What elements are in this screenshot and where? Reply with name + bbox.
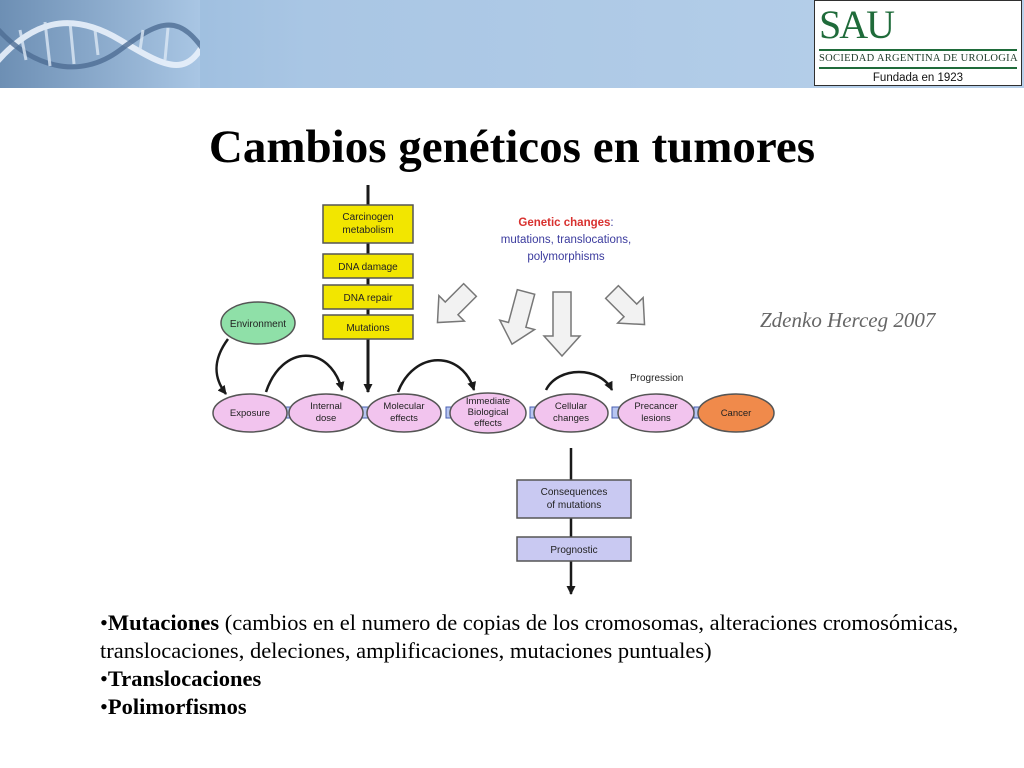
mutations-label: Mutations: [346, 323, 389, 334]
genetic-changes-heading: Genetic changes:: [518, 217, 613, 229]
stage-chain: [212, 392, 775, 434]
bullet-mutaciones-detail: (cambios en el numero de copias de los c…: [100, 610, 959, 663]
stage-precancer-label-1: Precancer: [634, 401, 677, 412]
bullet-translocaciones-term: Translocaciones: [107, 666, 262, 691]
stage-immediate-label-3: effects: [474, 418, 502, 429]
prognostic-label: Prognostic: [550, 545, 597, 556]
genetic-changes-diagram: Carcinogen metabolism DNA damage DNA rep…: [212, 185, 775, 595]
carcinogen-metabolism-box: [322, 204, 414, 244]
bullet-polimorfismos-term: Polimorfismos: [107, 694, 247, 719]
stage-exposure-label: Exposure: [230, 408, 270, 419]
stage-molecular-effects: [366, 393, 442, 433]
consequences-label-2: of mutations: [547, 500, 601, 511]
stage-precancer-lesions: [617, 393, 695, 433]
header-banner: SAU SOCIEDAD ARGENTINA DE UROLOGIA Funda…: [0, 0, 1024, 88]
genetic-changes-line2: polymorphisms: [527, 251, 605, 263]
consequences-box: [516, 479, 632, 519]
bullet-translocaciones: •Translocaciones: [100, 666, 262, 691]
genetic-changes-line1: mutations, translocations,: [501, 234, 631, 246]
bullet-mutaciones: •Mutaciones (cambios en el numero de cop…: [100, 610, 959, 663]
environment-node: [220, 301, 296, 345]
stage-internal-label-2: dose: [316, 413, 337, 424]
environment-arrow: [215, 338, 230, 395]
stage-cellular-label-1: Cellular: [555, 401, 587, 412]
stage-internal-label-1: Internal: [310, 401, 342, 412]
stage-immediate-label-1: Immediate: [466, 396, 510, 407]
dna-damage-box: [322, 253, 414, 279]
stage-immediate-biological-effects: [449, 392, 527, 434]
carcinogen-label-line2: metabolism: [342, 225, 393, 236]
stage-exposure: [212, 393, 288, 433]
stage-precancer-label-2: lesions: [641, 413, 671, 424]
bullet-polimorfismos: •Polimorfismos: [100, 694, 247, 719]
bullet-mutaciones-term: Mutaciones: [107, 610, 220, 635]
stage-immediate-label-2: Biological: [468, 407, 509, 418]
environment-label: Environment: [230, 319, 286, 330]
dna-repair-box: [322, 284, 414, 310]
mutations-box: [322, 314, 414, 340]
consequences-label-1: Consequences: [541, 487, 608, 498]
carcinogen-label-line1: Carcinogen: [342, 212, 393, 223]
stage-internal-dose: [288, 393, 364, 433]
stage-cellular-changes: [533, 393, 609, 433]
stage-cellular-label-2: changes: [553, 413, 589, 424]
citation: Zdenko Herceg 2007: [760, 308, 936, 332]
dna-damage-label: DNA damage: [338, 262, 398, 273]
bullet-list: •Mutaciones (cambios en el numero de cop…: [100, 609, 980, 721]
logo-society-name: SOCIEDAD ARGENTINA DE UROLOGIA: [819, 49, 1018, 69]
curved-stage-arrows: [264, 354, 614, 393]
stage-molecular-label-2: effects: [390, 413, 418, 424]
yellow-box-group: [322, 204, 414, 340]
stage-cancer: [697, 393, 775, 433]
hollow-arrows: [436, 282, 646, 358]
genetic-changes-block: Genetic changes: mutations, translocatio…: [501, 217, 631, 263]
dna-repair-label: DNA repair: [344, 293, 394, 304]
slide-title: Cambios genéticos en tumores: [208, 121, 816, 173]
logo-founded-text: Fundada en 1923: [872, 72, 964, 84]
dna-helix-image: [0, 0, 200, 88]
sau-logo: SAU SOCIEDAD ARGENTINA DE UROLOGIA Funda…: [814, 0, 1022, 86]
stage-molecular-label-1: Molecular: [383, 401, 424, 412]
stage-cancer-label: Cancer: [721, 408, 752, 419]
prognostic-box: [516, 536, 632, 562]
progression-label: Progression: [630, 373, 683, 384]
logo-letters: SAU: [819, 2, 895, 47]
